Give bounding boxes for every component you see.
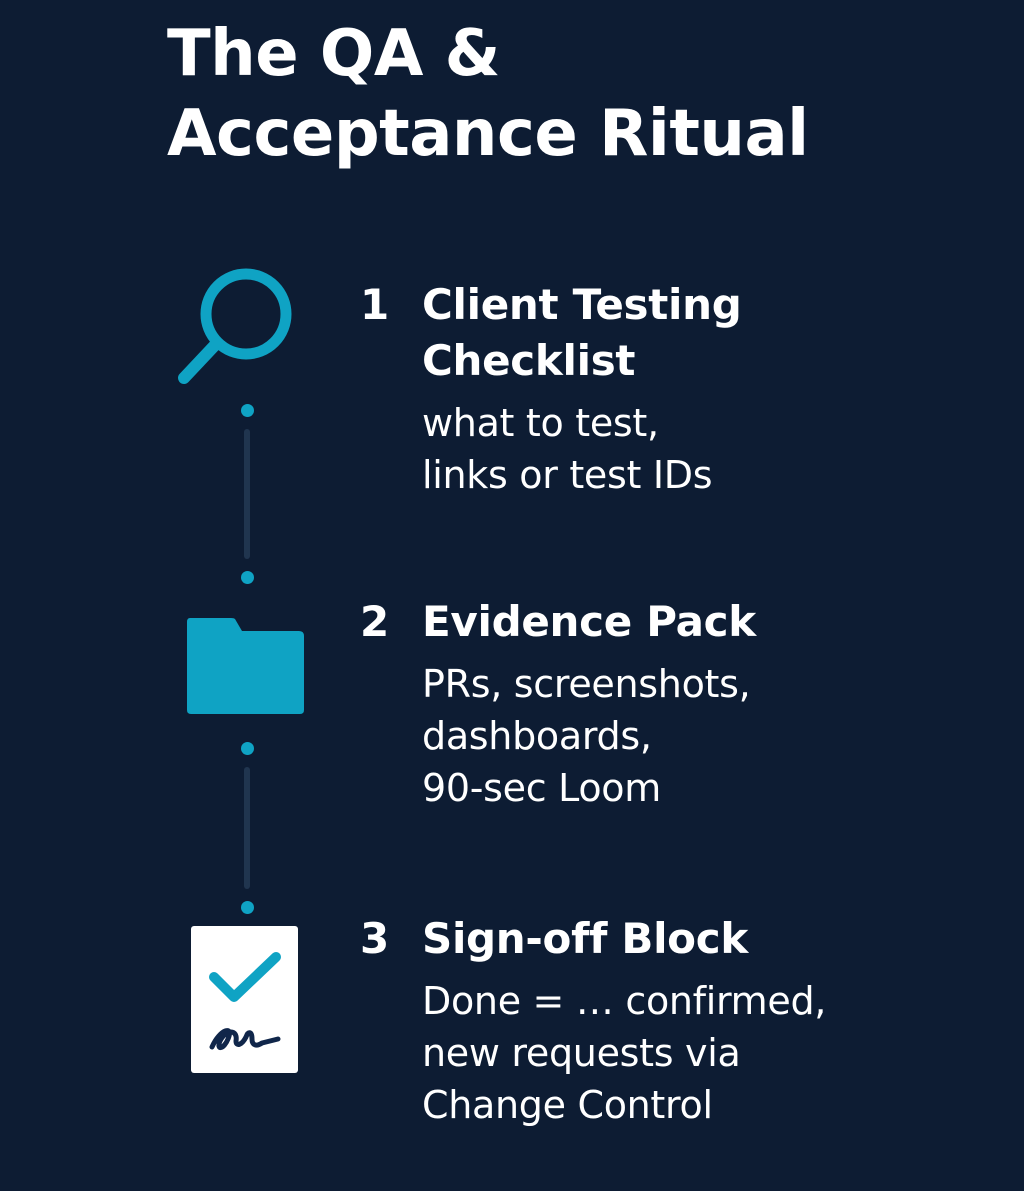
connector-2 [240, 742, 254, 914]
step-3-number: 3 [360, 914, 390, 963]
magnifier-icon [178, 268, 292, 384]
connector-line [244, 767, 250, 889]
title-line-1: The QA & [167, 17, 500, 91]
connector-line [244, 429, 250, 559]
connector-1 [240, 404, 254, 584]
step-2-desc-line-3: 90-sec Loom [422, 766, 661, 810]
step-2-title: Evidence Pack [422, 597, 756, 646]
connector-dot [240, 742, 254, 755]
step-1-title-line-1: Client Testing [422, 280, 742, 329]
step-1-title-line-2: Checklist [422, 336, 636, 385]
folder-icon [187, 618, 304, 714]
page-title: The QA & Acceptance Ritual [167, 14, 987, 174]
title-line-2: Acceptance Ritual [167, 97, 809, 171]
step-2-number: 2 [360, 597, 390, 646]
checklist-signature-icon [191, 926, 298, 1073]
connector-dot [240, 571, 254, 584]
step-3-desc-line-1: Done = … confirmed, [422, 979, 827, 1023]
step-1-number: 1 [360, 280, 390, 329]
step-3-text: Sign-off Block Done = … confirmed, new r… [422, 911, 1002, 1131]
step-3-desc-line-2: new requests via [422, 1031, 741, 1075]
step-1-desc-line-2: links or test IDs [422, 453, 713, 497]
connector-dot [240, 404, 254, 417]
connector-dot [240, 901, 254, 914]
step-1-desc-line-1: what to test, [422, 401, 659, 445]
step-2-text: Evidence Pack PRs, screenshots, dashboar… [422, 594, 1002, 814]
step-1-text: Client Testing Checklist what to test, l… [422, 277, 1002, 501]
step-2-desc-line-1: PRs, screenshots, [422, 662, 751, 706]
step-3-title: Sign-off Block [422, 914, 748, 963]
step-3-desc-line-3: Change Control [422, 1083, 713, 1127]
step-2-desc-line-2: dashboards, [422, 714, 652, 758]
